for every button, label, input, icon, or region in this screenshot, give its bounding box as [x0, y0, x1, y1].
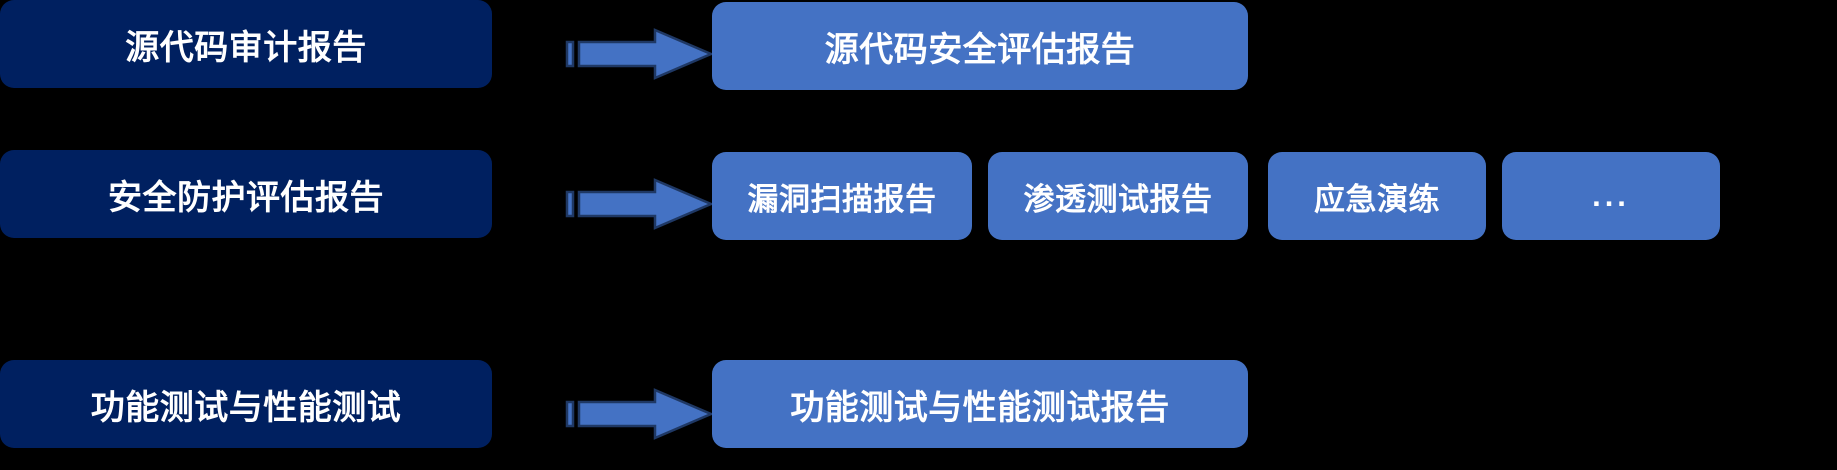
right-block-arrow-icon: [563, 26, 715, 82]
mapping-row: 功能测试与性能测试 功能测试与性能测试报告: [0, 360, 1837, 470]
target-box[interactable]: 应急演练: [1268, 152, 1486, 240]
target-box[interactable]: 漏洞扫描报告: [712, 152, 972, 240]
source-box[interactable]: 功能测试与性能测试: [0, 360, 492, 448]
source-box[interactable]: 安全防护评估报告: [0, 150, 492, 238]
source-box-label: 源代码审计报告: [125, 28, 367, 67]
target-box-label: 渗透测试报告: [1023, 181, 1213, 217]
target-box-label: 漏洞扫描报告: [747, 181, 937, 217]
target-box-label: 功能测试与性能测试报告: [790, 388, 1170, 427]
mapping-row: 源代码审计报告 源代码安全评估报告: [0, 0, 1837, 95]
target-box[interactable]: 功能测试与性能测试报告: [712, 360, 1248, 448]
target-box[interactable]: 源代码安全评估报告: [712, 2, 1248, 90]
source-box-label: 安全防护评估报告: [108, 178, 384, 217]
right-block-arrow-icon: [563, 176, 715, 232]
right-block-arrow-icon: [563, 386, 715, 442]
target-box-label: 应急演练: [1314, 181, 1440, 217]
source-box-label: 功能测试与性能测试: [90, 388, 402, 427]
target-box[interactable]: 渗透测试报告: [988, 152, 1248, 240]
target-box-label: 源代码安全评估报告: [824, 30, 1136, 69]
target-box-label: ...: [1592, 178, 1630, 213]
source-box[interactable]: 源代码审计报告: [0, 0, 492, 88]
mapping-row: 安全防护评估报告 漏洞扫描报告 渗透测试报告 应急演练 ...: [0, 150, 1837, 245]
target-box-more[interactable]: ...: [1502, 152, 1720, 240]
